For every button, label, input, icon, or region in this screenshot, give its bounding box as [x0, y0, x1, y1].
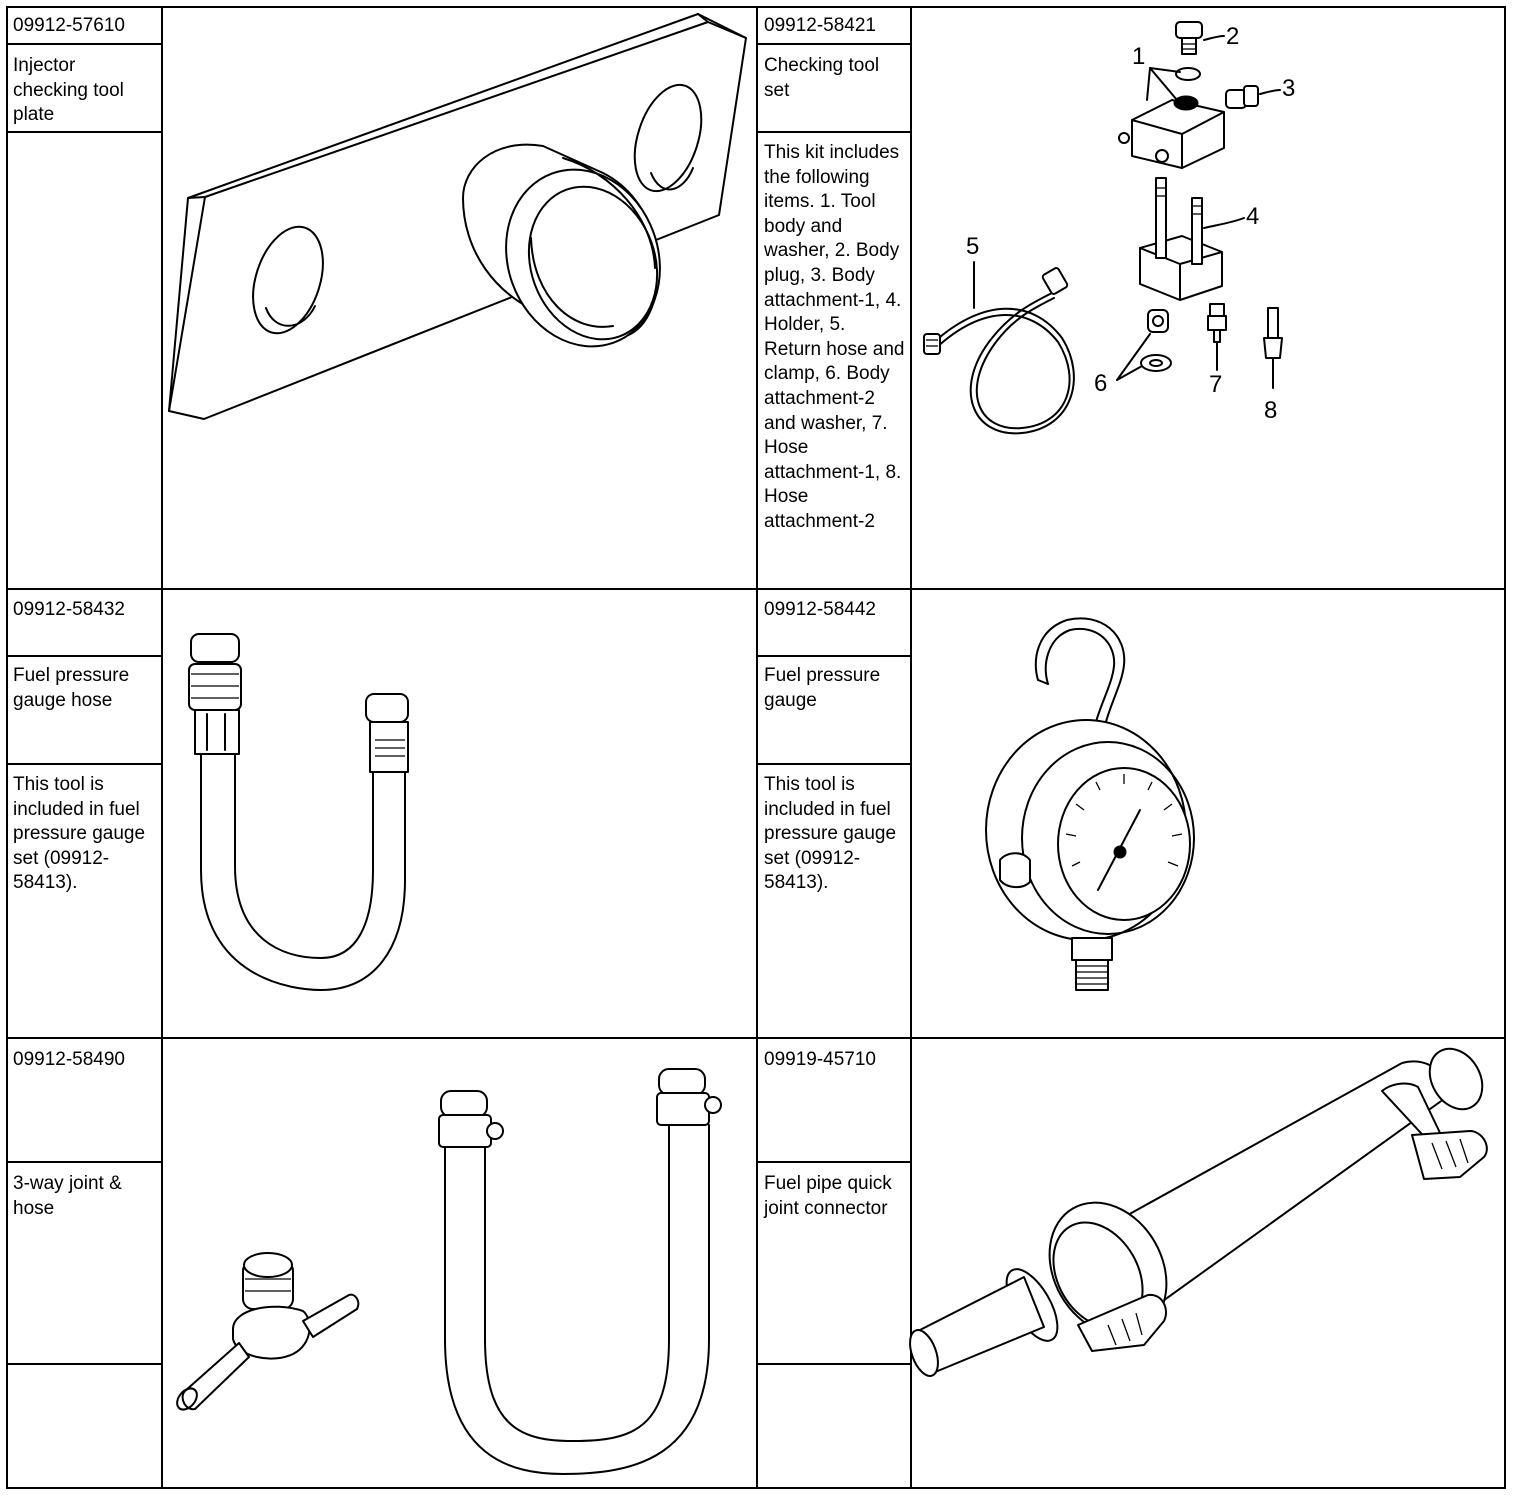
tool-name: 3-way joint & hose [13, 1173, 122, 1219]
cell-divider [6, 1161, 162, 1163]
column-divider [910, 6, 912, 1489]
svg-text:4: 4 [1246, 203, 1259, 230]
tool-name: Injector checking tool plate [13, 55, 124, 126]
checking-tool-set-illustration: 2 1 3 4 5 6 7 8 [912, 8, 1295, 588]
tool-note: This kit includes the following items. 1… [764, 142, 905, 532]
cell-divider [757, 1161, 911, 1163]
svg-text:2: 2 [1226, 23, 1239, 50]
cell-divider [757, 1363, 911, 1365]
svg-text:5: 5 [966, 233, 979, 260]
cell-divider [6, 43, 162, 45]
part-number: 09912-58432 [13, 599, 125, 620]
cell-divider [757, 655, 911, 657]
tool-note: This tool is included in fuel pressure g… [13, 774, 146, 894]
svg-text:7: 7 [1209, 371, 1222, 398]
cell-divider [6, 1363, 162, 1365]
svg-text:6: 6 [1094, 370, 1107, 397]
svg-text:1: 1 [1132, 43, 1145, 70]
cell-divider [6, 655, 162, 657]
injector-checking-plate-illustration [163, 8, 756, 588]
svg-text:3: 3 [1282, 75, 1295, 102]
cell-divider [757, 763, 911, 765]
tool-note: This tool is included in fuel pressure g… [764, 774, 897, 894]
cell-divider [6, 131, 162, 133]
three-way-joint-hose-illustration [163, 1039, 756, 1489]
quick-joint-connector-illustration [912, 1039, 1504, 1489]
tool-name: Fuel pressure gauge hose [13, 665, 130, 711]
cell-divider [757, 43, 911, 45]
tool-name: Checking tool set [764, 55, 880, 101]
svg-text:8: 8 [1264, 397, 1277, 424]
cell-divider [757, 131, 911, 133]
part-number: 09919-45710 [764, 1049, 876, 1070]
tool-name: Fuel pressure gauge [764, 665, 881, 711]
part-number: 09912-58442 [764, 599, 876, 620]
part-number: 09912-57610 [13, 15, 125, 36]
column-divider [161, 6, 163, 1489]
pressure-gauge-illustration [912, 590, 1504, 1037]
column-divider [756, 6, 758, 1489]
cell-divider [6, 763, 162, 765]
part-number: 09912-58490 [13, 1049, 125, 1070]
gauge-hose-illustration [163, 590, 756, 1037]
part-number: 09912-58421 [764, 15, 876, 36]
tool-name: Fuel pipe quick joint connector [764, 1173, 892, 1219]
